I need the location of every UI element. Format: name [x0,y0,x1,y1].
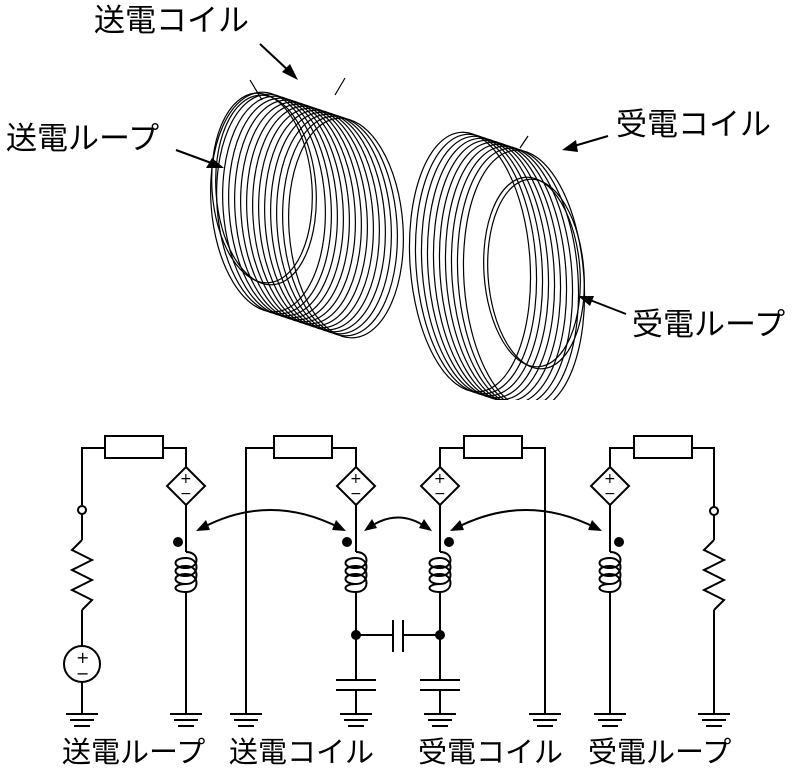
rx-loop-label: 受電ループ [632,307,786,343]
ds4-plus: + [604,471,616,487]
rx-coil-resistor-box [463,435,523,459]
tx-loop-label: 送電ループ [6,121,160,157]
ds1-minus: − [180,486,192,502]
circuit-rx-loop-label: 受電ループ [588,735,732,769]
tx-loop-inductor [174,551,198,594]
coil-illustration [175,43,627,400]
tx-loop-resistor-box [104,435,164,459]
rx-coil-circuit [419,435,561,727]
rx-loop-circuit [589,435,730,727]
rx-coil-label: 受電コイル [616,107,771,143]
load-resistor [701,539,727,611]
tx-loop-circuit [63,435,207,727]
circuit-tx-coil-label: 送電コイル [229,735,375,769]
rx-loop-resistor-box [633,435,693,459]
circuit-tx-loop-label: 送電ループ [62,735,206,769]
tx-coil-drawing [210,77,404,339]
rx-loop-inductor [598,551,622,594]
circuit-rx-coil-label: 受電コイル [418,735,564,769]
tx-coil-inductor [344,551,368,594]
source-minus: − [76,664,90,683]
ds2-minus: − [350,486,362,502]
ds2-plus: + [350,471,362,487]
rx-coil-inductor [428,551,452,594]
ds3-minus: − [434,486,446,502]
ds1-plus: + [180,471,192,487]
ds3-plus: + [434,471,446,487]
tx-coil-label: 送電コイル [94,3,249,39]
ds4-minus: − [604,486,616,502]
coupling-arrows [196,509,602,531]
tx-coil-circuit [230,435,377,727]
source-plus: + [76,648,90,667]
tx-coil-resistor-box [273,435,333,459]
label-arrows [175,43,627,315]
rx-coil-drawing [408,131,586,400]
coupling-capacitor [356,620,440,652]
